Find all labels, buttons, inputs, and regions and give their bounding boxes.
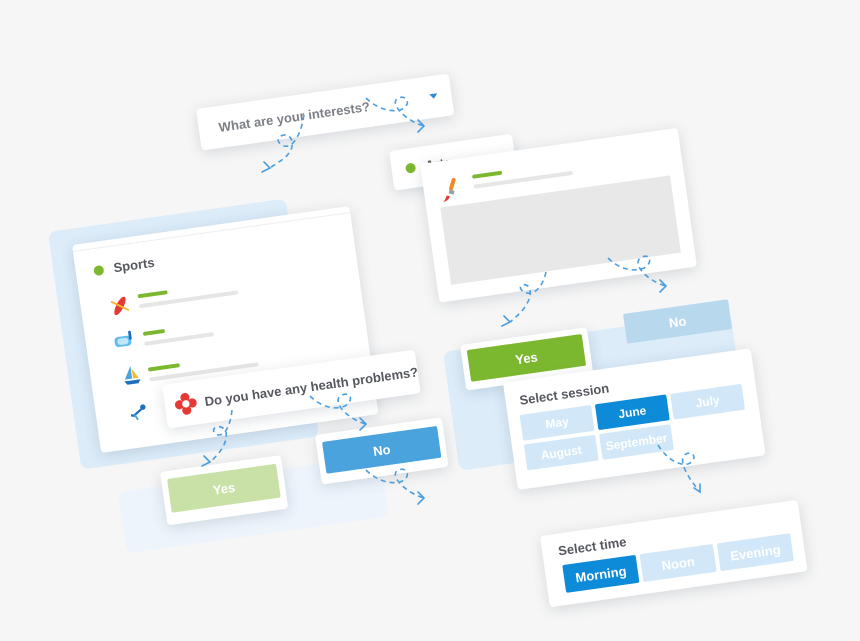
arrowhead-6 — [501, 315, 512, 327]
arrowhead-7 — [659, 279, 668, 293]
connector-interests-arts — [365, 96, 425, 127]
connector-arts-yes — [509, 271, 547, 323]
arrowhead-2 — [417, 119, 426, 133]
arts-detail-card — [420, 127, 697, 303]
arrowhead-3 — [201, 455, 212, 467]
health-question-card: Do you have any health problems? — [162, 349, 421, 429]
sailboat-icon — [124, 365, 141, 385]
arrowhead-4 — [359, 417, 368, 431]
connector-session-time — [657, 444, 701, 493]
sports-card: Sports — [72, 206, 379, 453]
connector-no-next — [365, 468, 425, 499]
connector-health-no — [309, 393, 367, 425]
diver-icon — [130, 404, 146, 421]
arrowhead-5 — [417, 491, 426, 505]
connector-health-yes — [209, 409, 233, 463]
paintbrush-icon — [443, 177, 456, 203]
snorkel-mask-icon — [114, 330, 132, 348]
arrowhead-8 — [693, 483, 701, 494]
kayak-icon — [110, 296, 130, 316]
connector-arts-no — [607, 255, 667, 287]
arrowhead-1 — [261, 161, 272, 173]
medical-cross-icon — [174, 392, 197, 415]
connector-interests-sports — [269, 114, 305, 169]
